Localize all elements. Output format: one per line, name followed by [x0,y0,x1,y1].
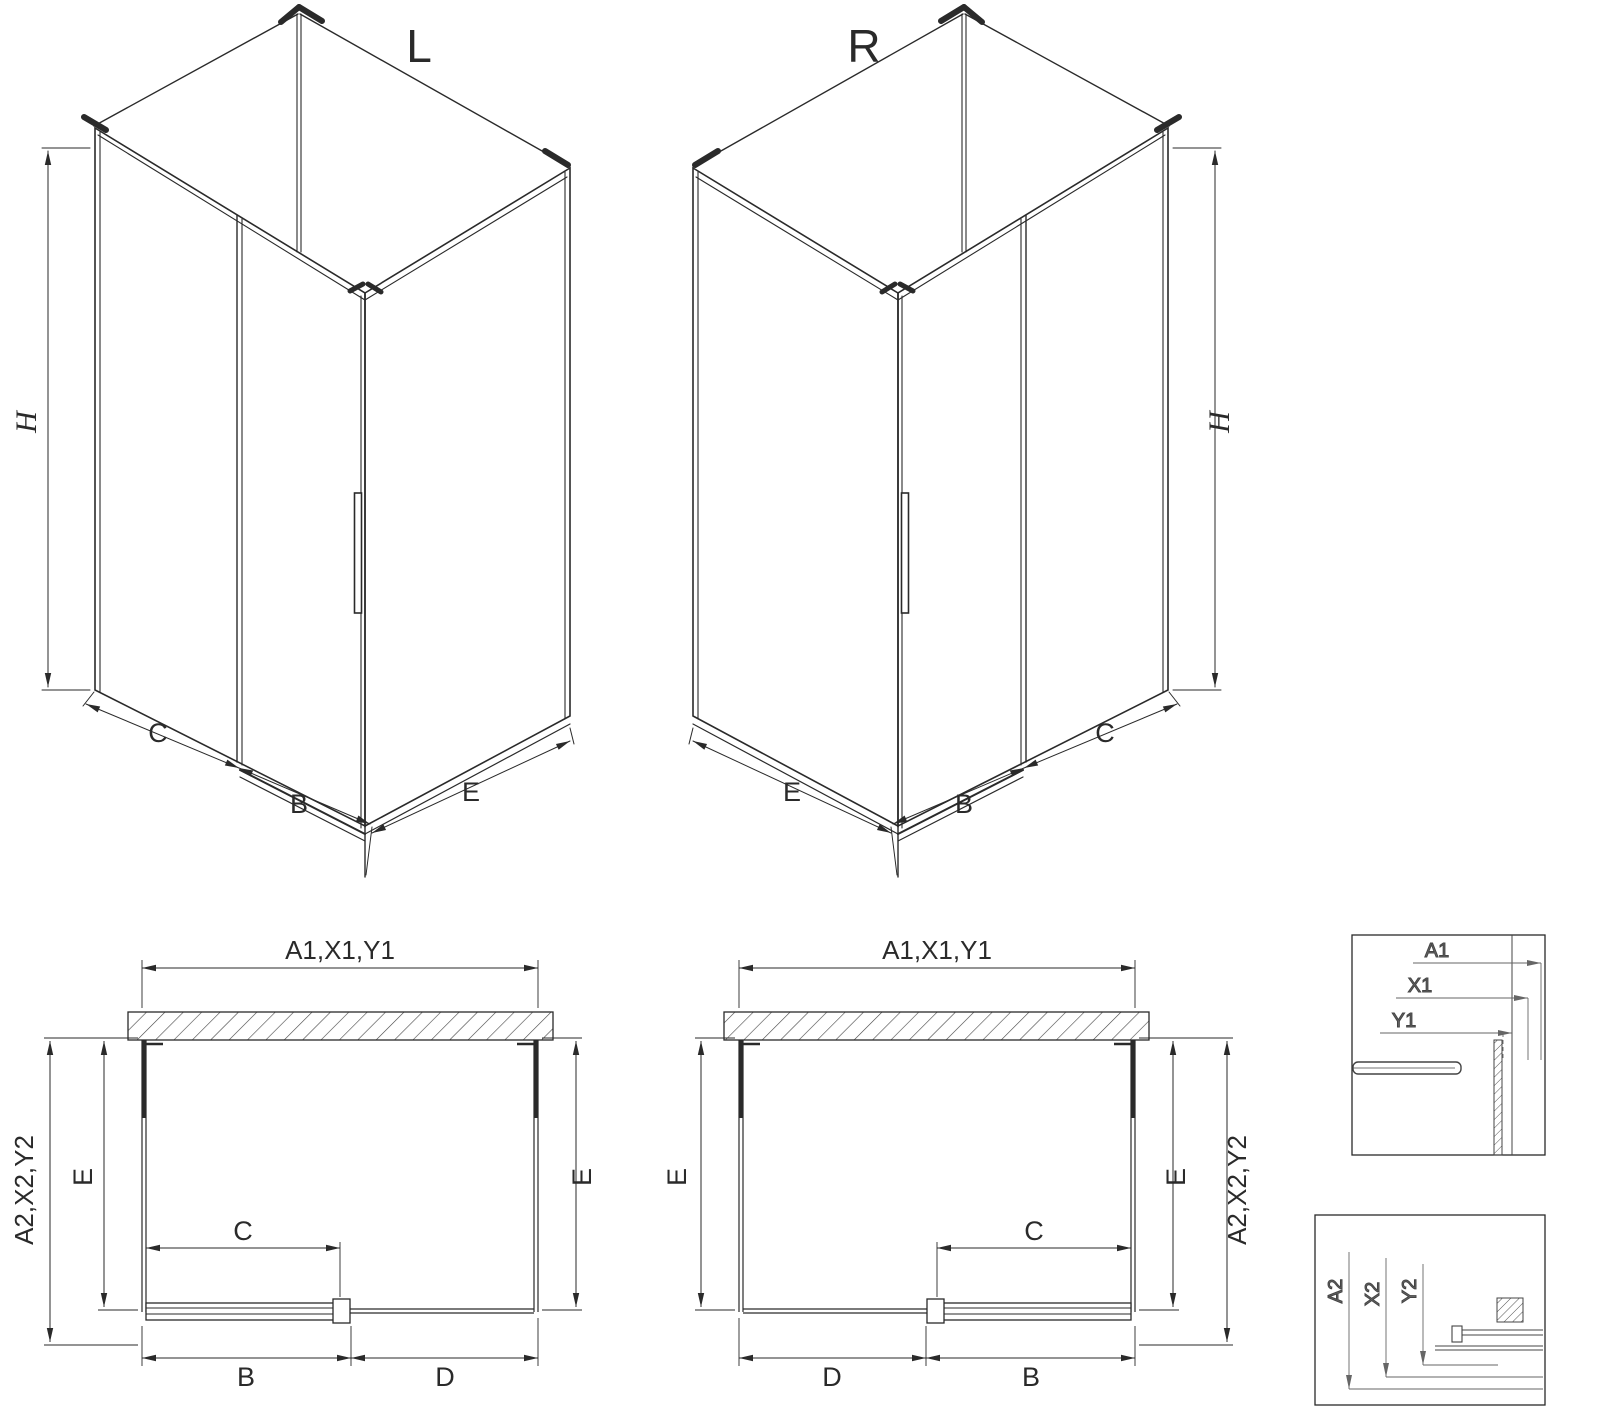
detail-top-view: A1 X1 Y1 [1351,934,1546,1156]
plan-right-dim-c: C [1024,1216,1044,1246]
plan-right-dim-top: A1,X1,Y1 [882,935,992,965]
detail-bottom-dim-a2: A2 [1325,1279,1347,1303]
iso-right-dim-b: B [955,789,973,819]
detail-bottom-dim-x2: X2 [1362,1282,1384,1306]
iso-left-dim-h: H [10,409,43,434]
detail-top-dim-a1: A1 [1425,940,1449,962]
iso-right-view: R H C B E [689,7,1236,877]
iso-left-dim-c: C [148,718,168,748]
plan-left-dim-c: C [233,1216,253,1246]
plan-left-wall-hatch [127,1011,554,1041]
plan-right-dim-b: B [1022,1362,1040,1392]
detail-bottom-border [1314,1214,1546,1406]
plan-left-view: A1,X1,Y1 A2,X2,Y2 E E C B D [9,935,597,1392]
detail-top-dim-y1: Y1 [1392,1010,1416,1032]
iso-right-dim-h: H [1203,409,1236,434]
plan-right-dim-e-right: E [1161,1168,1191,1186]
detail-bottom-dim-y2: Y2 [1399,1279,1421,1303]
plan-left-dim-e-right: E [567,1168,597,1186]
iso-left-view: L H C B E [10,7,574,877]
iso-right-dim-e: E [783,777,801,807]
plan-right-dim-d: D [822,1362,842,1392]
plan-left-dim-top: A1,X1,Y1 [285,935,395,965]
iso-left-dim-e: E [462,777,480,807]
iso-left-variant-label: L [406,20,432,72]
plan-right-dim-e-left: E [662,1168,692,1186]
plan-right-dim-side: A2,X2,Y2 [1222,1135,1252,1245]
iso-left-dim-b: B [290,789,308,819]
iso-right-linework [689,7,1221,877]
iso-right-dim-c: C [1095,718,1115,748]
plan-right-view: A1,X1,Y1 A2,X2,Y2 E E C B D [662,935,1252,1392]
iso-left-linework [42,7,574,877]
plan-left-dim-b: B [237,1362,255,1392]
iso-right-variant-label: R [847,20,880,72]
plan-left-dim-side: A2,X2,Y2 [9,1135,39,1245]
detail-bottom-view: A2 X2 Y2 [1314,1214,1546,1406]
detail-top-border [1351,934,1546,1156]
plan-right-wall-hatch [723,1011,1150,1041]
plan-left-dim-e-left: E [68,1168,98,1186]
detail-top-dim-x1: X1 [1408,975,1432,997]
plan-left-dim-d: D [435,1362,455,1392]
